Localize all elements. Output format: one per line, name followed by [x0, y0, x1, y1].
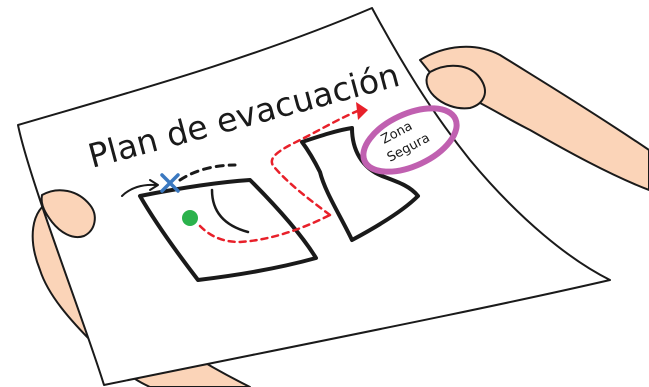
building-left-inner-curve	[210, 188, 250, 234]
entry-arrowhead	[149, 179, 159, 191]
left-thumb	[40, 189, 96, 238]
building-right	[300, 126, 420, 242]
route-arrowhead-icon	[356, 102, 368, 120]
paper-sheet	[17, 7, 611, 386]
building-left	[138, 178, 318, 282]
blue-x-icon	[160, 173, 180, 193]
dotted-path	[178, 163, 237, 182]
safe-zone-circle	[360, 105, 460, 175]
green-dot-icon	[182, 210, 198, 226]
right-fingers	[425, 64, 486, 110]
entry-arrow-icon	[121, 183, 157, 197]
evacuation-route	[198, 108, 362, 244]
